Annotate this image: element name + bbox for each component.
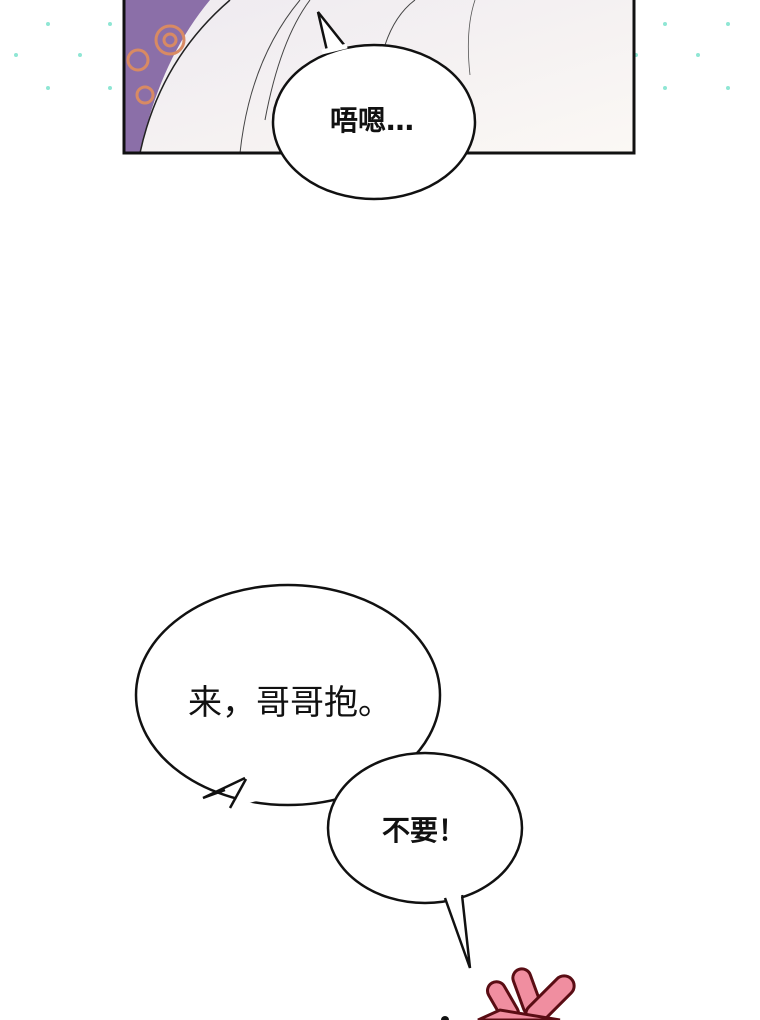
bubble-text-middle: 来，哥哥抱。 <box>188 683 392 723</box>
rose-pattern <box>126 24 186 105</box>
hand-illustration <box>441 967 576 1020</box>
speech-bubble-middle: 来，哥哥抱。 <box>134 583 442 809</box>
hair-line <box>139 0 231 154</box>
speech-bubble-top: 唔嗯… <box>271 11 477 201</box>
speech-bubble-bottom: 不要！ <box>326 751 524 969</box>
bubble-text-top: 唔嗯… <box>330 104 414 137</box>
bubble-text-bottom: 不要！ <box>382 814 466 847</box>
robe-illustration <box>124 0 210 153</box>
